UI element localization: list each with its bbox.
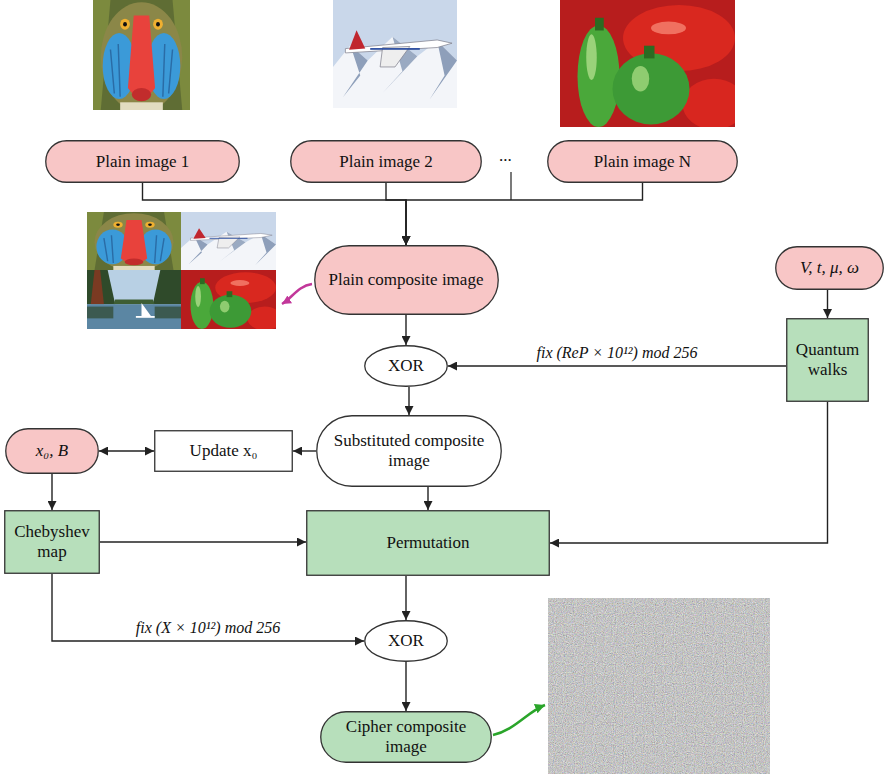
flow-arrow bbox=[406, 183, 643, 245]
flow-arrow bbox=[408, 387, 409, 415]
flow-arrow bbox=[100, 541, 306, 542]
node-text: x₀, B bbox=[36, 441, 68, 461]
xor-ellipse: XOR bbox=[364, 345, 448, 387]
input-pill: Plain image 2 bbox=[290, 140, 482, 183]
edge-label: fix (ReP × 10¹²) mod 256 bbox=[535, 344, 700, 362]
pointer-arrow bbox=[282, 284, 312, 304]
box-outline bbox=[314, 246, 498, 315]
flow-arrow bbox=[827, 290, 828, 318]
node-text: Cipher composite image bbox=[334, 717, 478, 756]
flow-arrow bbox=[99, 450, 154, 451]
process-box: Update x₀ bbox=[154, 430, 293, 472]
box-outline bbox=[155, 431, 293, 472]
node-text: Plain image N bbox=[594, 152, 691, 172]
cipher-noise-image bbox=[548, 598, 770, 774]
node-text: XOR bbox=[388, 631, 424, 651]
data-pill: Substituted composite image bbox=[316, 415, 502, 487]
box-outline bbox=[776, 247, 884, 290]
plain-image-photo bbox=[560, 0, 746, 130]
box-outline bbox=[5, 511, 100, 574]
node-text: Update x₀ bbox=[190, 441, 258, 461]
key-pill: x₀, B bbox=[5, 428, 99, 474]
plain-image-photo bbox=[93, 0, 190, 112]
node-text: Quantum walks bbox=[791, 340, 864, 379]
thumbnail-tile bbox=[181, 270, 282, 330]
flow-arrow bbox=[405, 576, 406, 620]
edge-label: fix (X × 10¹²) mod 256 bbox=[134, 619, 282, 637]
box-outline bbox=[46, 141, 240, 183]
input-pill: Plain image N bbox=[547, 140, 738, 183]
pointer-arrow bbox=[493, 705, 545, 735]
node-text: Chebyshev map bbox=[9, 522, 95, 561]
box-outline bbox=[787, 319, 869, 402]
ellipsis-label: ... bbox=[499, 146, 512, 166]
flow-arrow bbox=[427, 487, 428, 510]
flow-arrow bbox=[448, 365, 786, 366]
xor-ellipse: XOR bbox=[364, 620, 448, 662]
thumbnail-tile bbox=[87, 270, 181, 329]
flow-arrow bbox=[143, 183, 407, 245]
composite-thumbnail bbox=[87, 212, 282, 330]
data-pill: Plain composite image bbox=[314, 245, 499, 315]
flow-arrow bbox=[405, 662, 406, 711]
node-text: Permutation bbox=[386, 533, 469, 553]
flow-arrow bbox=[550, 402, 828, 543]
output-pill: Cipher composite image bbox=[320, 711, 492, 763]
box-outline bbox=[291, 141, 482, 183]
thumbnail-tile bbox=[87, 212, 181, 271]
node-text: Plain image 1 bbox=[96, 152, 189, 172]
xor-outline bbox=[365, 346, 448, 387]
xor-outline bbox=[365, 621, 448, 662]
node-text: Substituted composite image bbox=[330, 431, 488, 470]
flow-arrow bbox=[405, 315, 406, 345]
input-pill: Plain image 1 bbox=[45, 140, 240, 183]
node-text: Plain image 2 bbox=[339, 152, 432, 172]
ellipsis-stub-line bbox=[510, 172, 511, 200]
plain-image-photo bbox=[333, 0, 457, 108]
box-outline bbox=[321, 712, 492, 763]
box-outline bbox=[317, 416, 502, 487]
flow-arrow bbox=[52, 574, 364, 641]
process-box: Permutation bbox=[306, 510, 550, 576]
node-text: Plain composite image bbox=[329, 270, 484, 290]
box-outline bbox=[6, 429, 99, 474]
process-box: Quantum walks bbox=[786, 318, 869, 402]
flow-arrow bbox=[293, 450, 316, 451]
thumbnail-tile bbox=[181, 212, 276, 270]
process-box: Chebyshev map bbox=[4, 510, 100, 574]
node-text: V, t, μ, ω bbox=[800, 258, 859, 278]
box-outline bbox=[307, 511, 550, 576]
key-pill: V, t, μ, ω bbox=[775, 246, 884, 290]
node-text: XOR bbox=[388, 356, 424, 376]
flow-arrow bbox=[51, 474, 52, 510]
flow-arrow bbox=[386, 183, 406, 245]
box-outline bbox=[548, 141, 738, 183]
